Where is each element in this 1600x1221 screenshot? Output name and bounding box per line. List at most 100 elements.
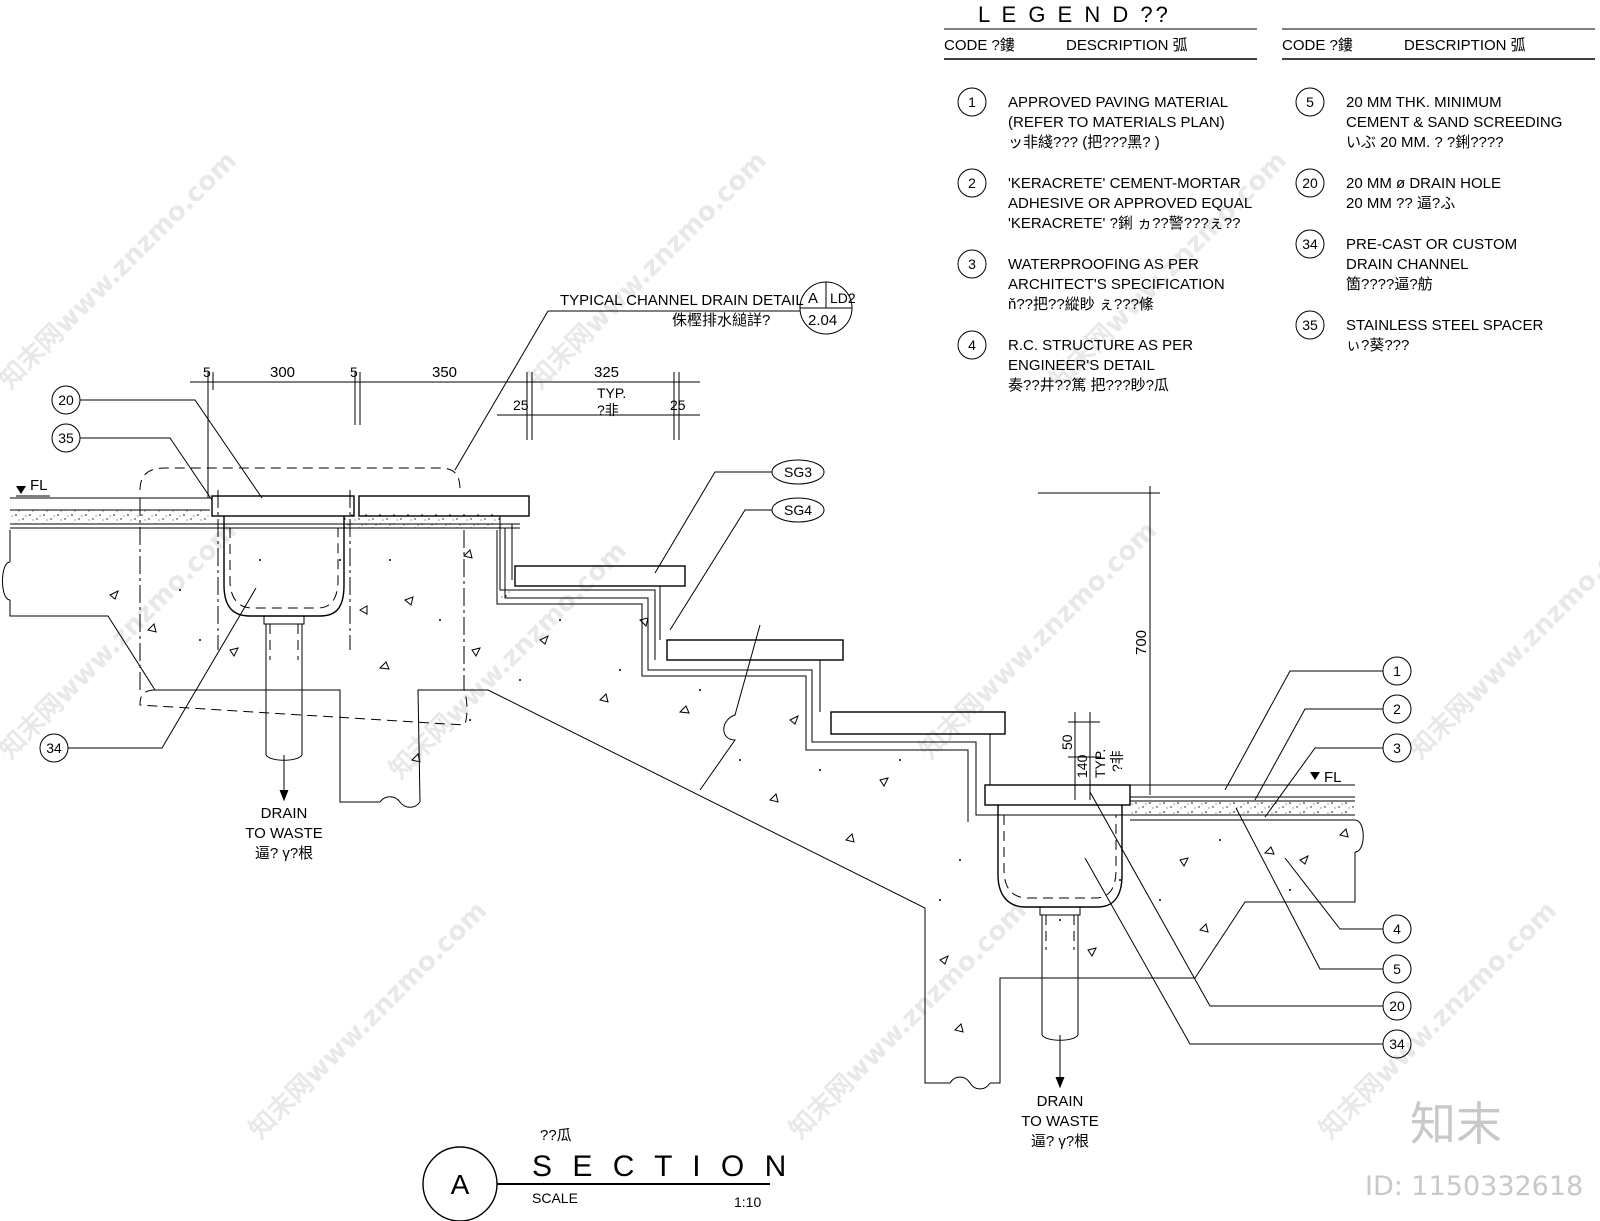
section-title: S E C T I O N bbox=[532, 1150, 792, 1183]
svg-text:35: 35 bbox=[58, 430, 74, 446]
legend-description-line: WATERPROOFING AS PER bbox=[1008, 256, 1199, 273]
legend-description-line: ぃ?葵??? bbox=[1346, 337, 1409, 354]
svg-text:5: 5 bbox=[1393, 961, 1401, 977]
legend-code-bubble bbox=[957, 87, 987, 117]
watermark-text: 知末网www.znzmo.com bbox=[0, 516, 243, 765]
dimensions: 5 300 5 350 325 TYP. ?非 25 25 700 50 140… bbox=[190, 364, 1160, 800]
paving-slab-top bbox=[358, 495, 530, 517]
dim-140: 140 bbox=[1074, 754, 1090, 778]
legend-description-line: ARCHITECT'S SPECIFICATION bbox=[1008, 276, 1225, 293]
legend-code: 2 bbox=[968, 175, 976, 191]
dim-325: 325 bbox=[594, 364, 619, 381]
legend-description-line: STAINLESS STEEL SPACER bbox=[1346, 317, 1543, 334]
detail-ref-letter: A bbox=[808, 290, 818, 307]
dim-typ-cn: ?非 bbox=[597, 402, 619, 418]
fl-marker-left bbox=[16, 486, 26, 494]
fl-marker-right bbox=[1310, 772, 1320, 780]
legend-description-line: R.C. STRUCTURE AS PER bbox=[1008, 337, 1193, 354]
drain-left-line3: 逼? γ?根 bbox=[255, 845, 313, 862]
dim-50: 50 bbox=[1059, 734, 1075, 750]
svg-text:SG4: SG4 bbox=[784, 502, 812, 518]
legend-header-description: DESCRIPTION 弧 bbox=[1066, 37, 1188, 54]
legend: L E G E N D ?? CODE ?鏤 DESCRIPTION 弧 COD… bbox=[944, 2, 1595, 394]
dim-5b: 5 bbox=[350, 364, 358, 380]
legend-description-line: 箇????逼?舫 bbox=[1346, 276, 1433, 293]
legend-description-line: PRE-CAST OR CUSTOM bbox=[1346, 236, 1517, 253]
dim-350: 350 bbox=[432, 364, 457, 381]
legend-code-bubble bbox=[957, 249, 987, 279]
legend-code: 3 bbox=[968, 256, 976, 272]
concrete-aggregate bbox=[109, 549, 1349, 1033]
drain-right-line3: 逼? γ?根 bbox=[1031, 1133, 1089, 1150]
dim-typ-cn-vertical: ?非 bbox=[1109, 750, 1125, 772]
dim-25b: 25 bbox=[670, 397, 686, 413]
svg-text:3: 3 bbox=[1393, 740, 1401, 756]
legend-header-code: CODE ?鏤 bbox=[944, 37, 1015, 54]
detail-ref-number: 2.04 bbox=[808, 312, 837, 329]
watermark-text: 知末网www.znzmo.com bbox=[784, 896, 1033, 1145]
legend-description-line: CEMENT & SAND SCREEDING bbox=[1346, 114, 1562, 131]
brand-id: ID: 1150332618 bbox=[1365, 1171, 1583, 1202]
section-title-cn: ??瓜 bbox=[540, 1127, 572, 1144]
legend-code-bubble bbox=[1295, 310, 1325, 340]
svg-text:20: 20 bbox=[58, 392, 74, 408]
legend-code: 34 bbox=[1302, 236, 1318, 252]
legend-code-bubble bbox=[957, 330, 987, 360]
legend-description-line: ッ非綫??? (把???黑? ) bbox=[1008, 134, 1160, 151]
brand-logo: 知末 bbox=[1410, 1097, 1502, 1151]
dim-25a: 25 bbox=[513, 397, 529, 413]
step-1 bbox=[514, 565, 686, 587]
drain-right-line1: DRAIN bbox=[1037, 1093, 1084, 1110]
brand: 知末 ID: 1150332618 bbox=[1365, 1097, 1583, 1202]
detail-subtitle: 侏樫排水縋詳? bbox=[672, 312, 770, 329]
legend-header-description: DESCRIPTION 弧 bbox=[1404, 37, 1526, 54]
drain-right-line2: TO WASTE bbox=[1021, 1113, 1099, 1130]
legend-description-line: ň??把??縱眇 ぇ???絛 bbox=[1008, 296, 1154, 313]
legend-code-bubble bbox=[1295, 168, 1325, 198]
drain-left-line1: DRAIN bbox=[261, 805, 308, 822]
section-letter: A bbox=[451, 1169, 470, 1200]
svg-text:2: 2 bbox=[1393, 701, 1401, 717]
detail-ref-sheet: LD2 bbox=[830, 290, 856, 306]
section-structure bbox=[2, 467, 1364, 1090]
legend-code-bubble bbox=[957, 168, 987, 198]
legend-description-line: 20 MM ø DRAIN HOLE bbox=[1346, 175, 1501, 192]
legend-code: 35 bbox=[1302, 317, 1318, 333]
dim-300: 300 bbox=[270, 364, 295, 381]
scale-value: 1:10 bbox=[734, 1194, 761, 1210]
legend-description-line: (REFER TO MATERIALS PLAN) bbox=[1008, 114, 1225, 131]
step-3 bbox=[830, 711, 1006, 735]
watermark-text: 知末网www.znzmo.com bbox=[914, 516, 1163, 765]
grating-cover-right bbox=[984, 784, 1131, 806]
svg-text:4: 4 bbox=[1393, 921, 1401, 937]
watermark-text: 知末网www.znzmo.com bbox=[244, 896, 493, 1145]
legend-description-line: 20 MM ?? 逼?ふ bbox=[1346, 195, 1455, 212]
legend-code: 20 bbox=[1302, 175, 1318, 191]
svg-text:1: 1 bbox=[1393, 663, 1401, 679]
legend-description-line: DRAIN CHANNEL bbox=[1346, 256, 1469, 273]
grating-cover-left bbox=[211, 495, 355, 517]
legend-code: 1 bbox=[968, 94, 976, 110]
dim-700: 700 bbox=[1133, 630, 1150, 655]
legend-code: 5 bbox=[1306, 94, 1314, 110]
legend-description-line: 奏??井??篤 把???眇?瓜 bbox=[1008, 376, 1169, 394]
watermark-text: 知末网www.znzmo.com bbox=[524, 146, 773, 395]
concrete-dots bbox=[179, 559, 1291, 921]
detail-title: TYPICAL CHANNEL DRAIN DETAIL bbox=[560, 292, 804, 309]
drain-channel-left bbox=[223, 516, 345, 617]
dim-typ-vertical: TYP. bbox=[1092, 749, 1108, 778]
fl-label-right: FL bbox=[1324, 769, 1342, 786]
legend-description-line: APPROVED PAVING MATERIAL bbox=[1008, 94, 1228, 111]
watermark-text: 知末网www.znzmo.com bbox=[384, 536, 633, 785]
legend-description-line: ENGINEER'S DETAIL bbox=[1008, 357, 1155, 374]
legend-code-bubble bbox=[1295, 229, 1325, 259]
svg-text:34: 34 bbox=[1389, 1036, 1405, 1052]
section-title-block: A ??瓜 S E C T I O N SCALE 1:10 bbox=[422, 1127, 792, 1221]
legend-code: 4 bbox=[968, 337, 976, 353]
drain-channel-right bbox=[997, 805, 1123, 908]
scale-label: SCALE bbox=[532, 1190, 578, 1206]
svg-text:SG3: SG3 bbox=[784, 464, 812, 480]
fl-label-left: FL bbox=[30, 477, 48, 494]
step-2 bbox=[666, 639, 844, 661]
